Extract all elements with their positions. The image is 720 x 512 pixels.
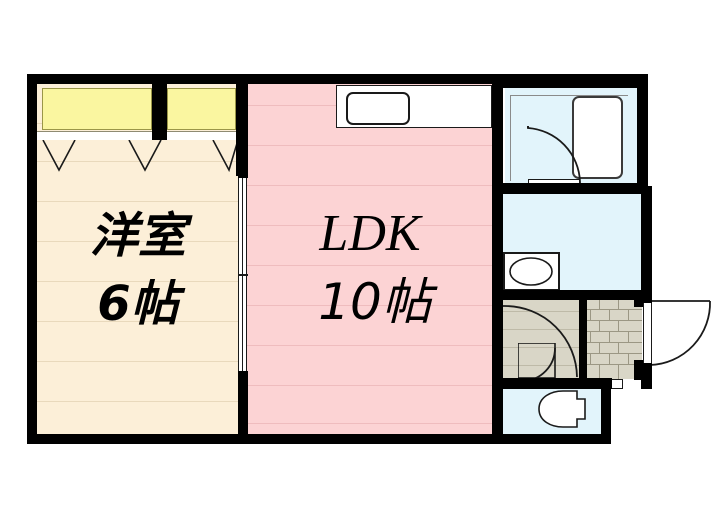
room-genkan-floor (585, 299, 642, 379)
closet-threshold-left (33, 131, 152, 140)
wall-genkan-door-jamb-lower (634, 360, 643, 380)
entrance-door-swing (648, 300, 711, 366)
wall-right-washroom (641, 186, 652, 301)
toilet-bowl (538, 390, 586, 428)
wall-top-left (27, 74, 497, 84)
wall-genkan-door-jamb (634, 293, 643, 307)
hall-door-a-swing (503, 305, 578, 378)
wall-bottom-toilet (497, 434, 611, 444)
bathtub (572, 96, 623, 179)
kitchen-sink (346, 92, 410, 125)
wall-hall-toilet (492, 378, 612, 389)
room-washitsu-floor (33, 83, 238, 438)
sliding-door[interactable] (238, 176, 248, 373)
wall-top-right (497, 74, 648, 88)
bath-top-line (510, 95, 628, 96)
label-ldk-name: LDK (319, 205, 421, 262)
wall-right-bath (637, 74, 648, 189)
label-ldk-size: 10帖 (318, 273, 432, 331)
wall-washroom-hall (492, 290, 648, 300)
floor-boards-hallway (503, 299, 585, 379)
vanity-sink (509, 257, 553, 286)
label-washitsu-name: 洋室 (89, 208, 186, 264)
room-ldk-floor (247, 83, 492, 438)
wall-washitsu-ldk-bottom (238, 371, 248, 438)
wall-closet-left-return (27, 131, 37, 176)
wall-hall-genkan (579, 299, 587, 379)
label-washitsu-size: 6帖 (97, 276, 179, 332)
genkan-tiles (585, 299, 642, 379)
closet-door-marks (42, 140, 238, 172)
wall-closet-header (236, 83, 248, 176)
hall-door-b-swing (518, 343, 556, 382)
wall-ldk-wet-divider (492, 74, 503, 444)
closet-threshold-right (167, 131, 238, 140)
wall-right-genkan-lower (641, 363, 652, 389)
bath-door-swing (527, 126, 581, 184)
wall-toilet-right (601, 378, 611, 444)
wall-closet-divider (152, 83, 167, 140)
closet-right (167, 88, 236, 130)
closet-left (42, 88, 152, 130)
wall-bottom-left (27, 434, 497, 444)
wall-left (27, 74, 37, 444)
bath-inner-line (510, 95, 511, 181)
wall-bath-washroom (492, 183, 648, 194)
room-hallway-floor (503, 299, 585, 379)
